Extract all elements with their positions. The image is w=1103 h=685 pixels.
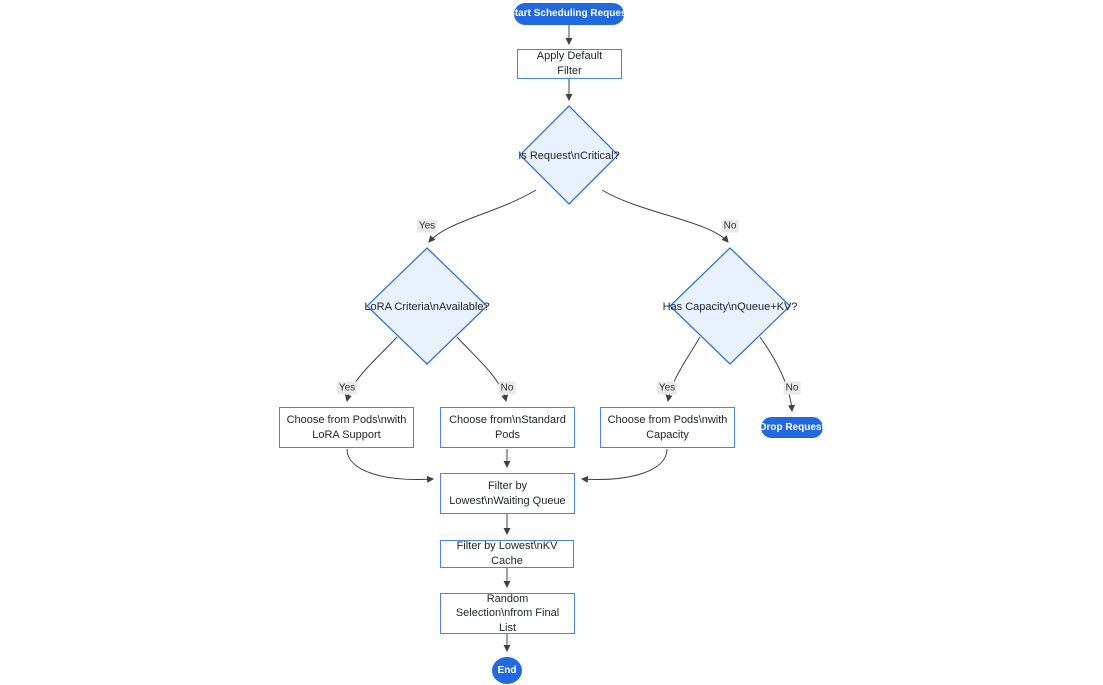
edge-label-capacity-yes: Yes: [656, 381, 678, 395]
decision-is-critical-shape: [519, 105, 619, 205]
edge-label-critical-no: No: [721, 219, 739, 233]
edge-critical-no: [601, 189, 729, 243]
drop-request-node: Drop Request: [759, 417, 825, 438]
filter-waiting-queue-node: Filter by Lowest\nWaiting Queue: [440, 473, 575, 514]
choose-lora-pods-node: Choose from Pods\nwith LoRA Support: [279, 407, 414, 448]
edge-capacity-yes: [665, 336, 701, 403]
edge-label-lora-yes: Yes: [336, 381, 358, 395]
edge-lorapods-filterqueue: [346, 448, 435, 483]
decision-lora-available-shape: [366, 247, 488, 365]
edge-label-capacity-no: No: [783, 381, 801, 395]
edge-capacity-no: [759, 336, 796, 413]
edge-capacitypods-filterqueue: [580, 448, 668, 483]
apply-default-filter-node: Apply Default Filter: [517, 49, 622, 79]
choose-capacity-pods-node: Choose from Pods\nwith Capacity: [600, 407, 735, 448]
edge-label-critical-yes: Yes: [416, 219, 438, 233]
filter-kv-cache-node: Filter by Lowest\nKV Cache: [440, 540, 574, 568]
decision-has-capacity-shape: [669, 247, 791, 365]
end-node: End: [492, 657, 522, 684]
edge-label-lora-no: No: [498, 381, 516, 395]
random-selection-node: Random Selection\nfrom Final List: [440, 593, 575, 634]
edge-critical-yes: [428, 189, 537, 243]
start-node: Start Scheduling Request: [508, 3, 630, 25]
choose-standard-pods-node: Choose from\nStandard Pods: [440, 407, 575, 448]
